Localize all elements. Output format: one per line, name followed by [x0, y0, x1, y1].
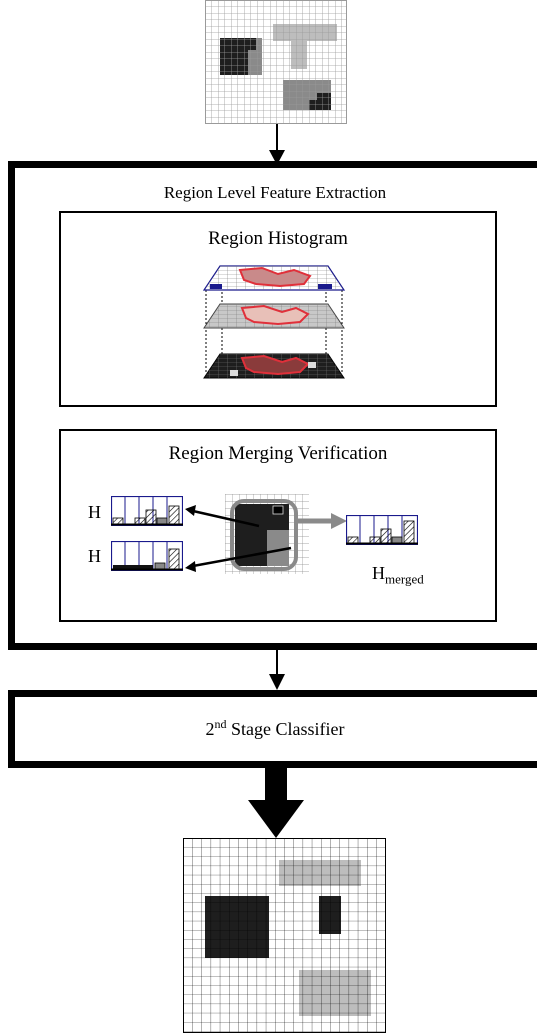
classifier-ordinal: 2: [205, 719, 215, 739]
merging-illustration: [185, 494, 347, 574]
classifier-label: 2nd Stage Classifier: [60, 717, 490, 740]
input-segmentation-grid: [205, 0, 347, 124]
region-merging-title: Region Merging Verification: [168, 443, 388, 464]
h-merged-subscript: merged: [385, 571, 424, 587]
histogram-1: [111, 496, 183, 526]
arrow-features-to-classifier: [269, 650, 285, 690]
arrow-classifier-to-output: [248, 768, 304, 838]
histogram-merged: [346, 515, 418, 545]
output-segmentation-grid: [183, 838, 386, 1033]
merged-mid: [267, 530, 289, 566]
classifier-text: Stage Classifier: [226, 719, 345, 739]
h-merged-main: H: [372, 563, 385, 583]
feature-extraction-title: Region Level Feature Extraction: [163, 183, 387, 202]
h-label-2: H: [88, 546, 101, 566]
h-label-1: H: [88, 502, 101, 522]
histogram-2: [111, 541, 183, 571]
arrow-input-to-features: [269, 124, 285, 165]
classifier-box: [8, 690, 537, 768]
h-merged-label: Hmerged: [372, 563, 424, 588]
histogram-stack-illustration: [202, 265, 346, 379]
classifier-ordinal-suffix: nd: [214, 717, 227, 731]
merged-dark-top: [267, 504, 289, 530]
region-histogram-title: Region Histogram: [208, 228, 348, 249]
